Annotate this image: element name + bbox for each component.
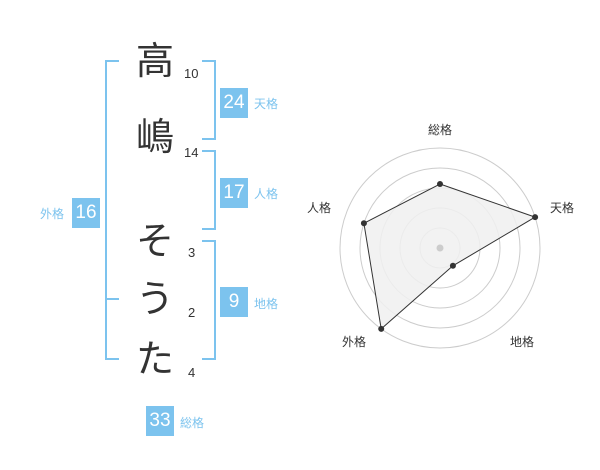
stroke-count-2: 14 xyxy=(184,145,199,160)
stroke-count-4: 2 xyxy=(188,305,196,320)
jinkaku-label: 人格 xyxy=(254,187,279,201)
radar-axis-label-4: 外格 xyxy=(342,334,366,349)
tenkaku-label: 天格 xyxy=(254,97,279,111)
radar-axis-label-2: 天格 xyxy=(550,200,574,215)
chikaku-bracket-vertical xyxy=(214,240,216,360)
tenkaku-badge: 24 xyxy=(220,88,248,118)
gaikaku-bracket-top xyxy=(105,60,119,62)
radar-axis-label-1: 総格 xyxy=(428,122,452,137)
jinkaku-bracket-bottom xyxy=(202,228,216,230)
soukaku-badge: 33 xyxy=(146,406,174,436)
chikaku-bracket-bottom xyxy=(202,358,216,360)
jinkaku-badge: 17 xyxy=(220,178,248,208)
radar-point-3 xyxy=(449,262,456,269)
chikaku-label: 地格 xyxy=(254,297,279,311)
soukaku-label: 総格 xyxy=(180,416,205,430)
name-char-1: 高 xyxy=(135,39,174,83)
radar-point-1 xyxy=(437,181,443,187)
radar-point-5 xyxy=(360,220,367,227)
radar-axis-label-3: 地格 xyxy=(510,334,534,349)
name-char-3: そ xyxy=(135,219,174,263)
name-char-4: う xyxy=(135,277,174,321)
radar-ring xyxy=(339,147,541,349)
stroke-count-3: 3 xyxy=(188,245,196,260)
radar-axis-label-5: 人格 xyxy=(307,200,331,215)
radar-center-dot xyxy=(436,244,444,252)
radar-ring xyxy=(359,167,521,329)
radar-point-4 xyxy=(378,325,385,332)
gaikaku-label: 外格 xyxy=(40,207,65,221)
radar-points xyxy=(360,181,539,332)
stroke-count-5: 4 xyxy=(188,365,196,380)
name-char-2: 嶋 xyxy=(135,115,174,159)
tenkaku-bracket-bottom xyxy=(202,138,216,140)
radar-point-2 xyxy=(532,214,539,221)
chikaku-bracket-top xyxy=(202,240,216,242)
radar-polygon xyxy=(363,183,537,330)
gaikaku-bracket-mid xyxy=(105,298,119,300)
tenkaku-bracket-top xyxy=(202,60,216,62)
gaikaku-badge: 16 xyxy=(72,198,100,228)
gaikaku-bracket-bottom xyxy=(105,358,119,360)
stroke-count-1: 10 xyxy=(184,66,199,81)
tenkaku-bracket-vertical xyxy=(214,60,216,140)
jinkaku-bracket-top xyxy=(202,150,216,152)
name-char-5: た xyxy=(135,337,174,381)
jinkaku-bracket-vertical xyxy=(214,150,216,230)
gaikaku-bracket-vertical xyxy=(105,60,107,360)
chikaku-badge: 9 xyxy=(220,287,248,317)
